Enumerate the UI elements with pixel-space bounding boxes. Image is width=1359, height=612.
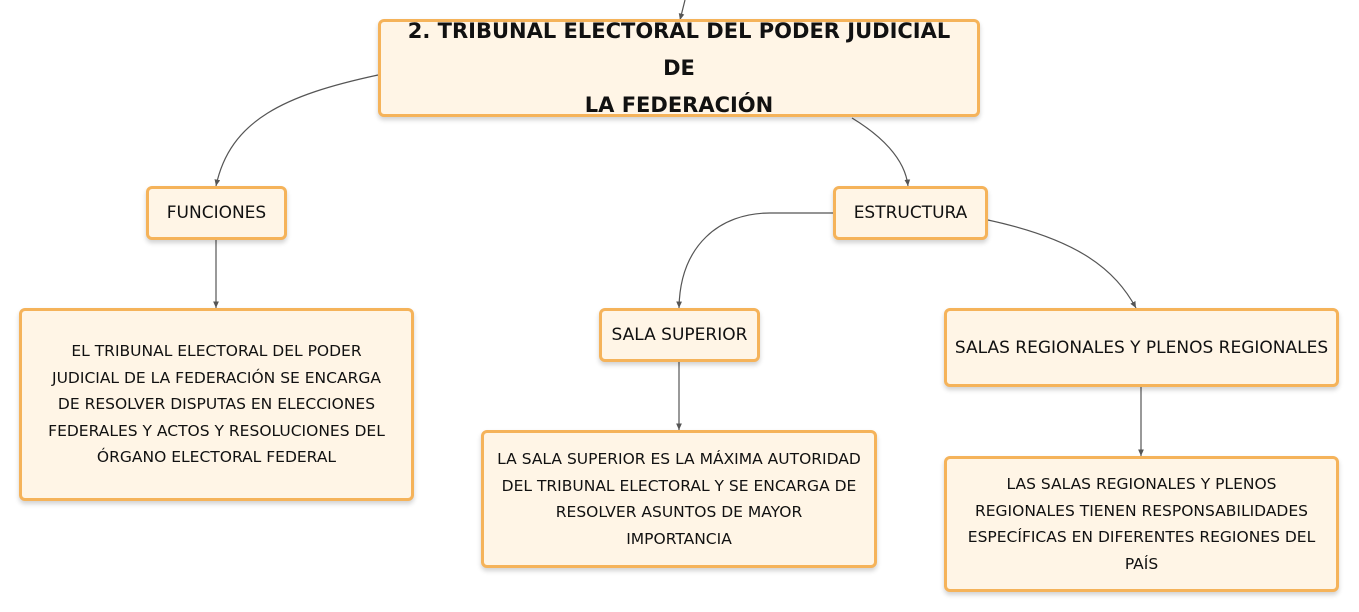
- estructura-label: ESTRUCTURA: [853, 203, 968, 223]
- salas-regionales-description-node[interactable]: LAS SALAS REGIONALES Y PLENOS REGIONALES…: [944, 456, 1339, 592]
- description-line: FEDERALES Y ACTOS Y RESOLUCIONES DEL: [48, 421, 385, 440]
- main-topic-line: 2. TRIBUNAL ELECTORAL DEL PODER JUDICIAL…: [407, 18, 951, 80]
- description-line: DEL TRIBUNAL ELECTORAL Y SE ENCARGA DE: [501, 476, 857, 495]
- description-line: PAÍS: [1124, 554, 1159, 573]
- salas-regionales-description-text: LAS SALAS REGIONALES Y PLENOS REGIONALES…: [968, 471, 1315, 577]
- salas-regionales-label: SALAS REGIONALES Y PLENOS REGIONALES: [954, 337, 1329, 358]
- sala-superior-node[interactable]: SALA SUPERIOR: [599, 308, 760, 362]
- funciones-description-node[interactable]: EL TRIBUNAL ELECTORAL DEL PODER JUDICIAL…: [19, 308, 414, 501]
- connector-estructura-to-sala-superior: [676, 212, 833, 309]
- salas-regionales-node[interactable]: SALAS REGIONALES Y PLENOS REGIONALES: [944, 308, 1339, 387]
- description-line: EL TRIBUNAL ELECTORAL DEL PODER: [71, 342, 362, 361]
- connector-estructura-to-salas-regionales: [987, 219, 1137, 309]
- description-line: DE RESOLVER DISPUTAS EN ELECCIONES: [57, 395, 376, 414]
- sala-superior-description-text: LA SALA SUPERIOR ES LA MÁXIMA AUTORIDAD …: [497, 446, 861, 552]
- funciones-description-text: EL TRIBUNAL ELECTORAL DEL PODER JUDICIAL…: [48, 338, 385, 471]
- main-topic-node[interactable]: 2. TRIBUNAL ELECTORAL DEL PODER JUDICIAL…: [378, 19, 980, 117]
- description-line: LAS SALAS REGIONALES Y PLENOS: [1006, 475, 1277, 493]
- sala-superior-description-node[interactable]: LA SALA SUPERIOR ES LA MÁXIMA AUTORIDAD …: [481, 430, 877, 568]
- connector-main-to-funciones: [214, 74, 379, 187]
- connector-parent-to-main: [678, 0, 686, 21]
- connector-main-to-estructura: [851, 117, 911, 187]
- sala-superior-label: SALA SUPERIOR: [611, 325, 748, 345]
- main-topic-line: LA FEDERACIÓN: [584, 92, 774, 117]
- main-topic-title: 2. TRIBUNAL ELECTORAL DEL PODER JUDICIAL…: [391, 13, 967, 124]
- description-line: LA SALA SUPERIOR ES LA MÁXIMA AUTORIDAD: [497, 450, 861, 468]
- description-line: IMPORTANCIA: [626, 529, 732, 548]
- description-line: JUDICIAL DE LA FEDERACIÓN SE ENCARGA: [52, 368, 381, 387]
- funciones-node[interactable]: FUNCIONES: [146, 186, 287, 240]
- description-line: RESOLVER ASUNTOS DE MAYOR: [555, 503, 803, 521]
- description-line: ÓRGANO ELECTORAL FEDERAL: [96, 448, 337, 467]
- estructura-node[interactable]: ESTRUCTURA: [833, 186, 988, 240]
- description-line: REGIONALES TIENEN RESPONSABILIDADES: [974, 501, 1308, 520]
- funciones-label: FUNCIONES: [166, 203, 267, 223]
- description-line: ESPECÍFICAS EN DIFERENTES REGIONES DEL: [967, 528, 1316, 546]
